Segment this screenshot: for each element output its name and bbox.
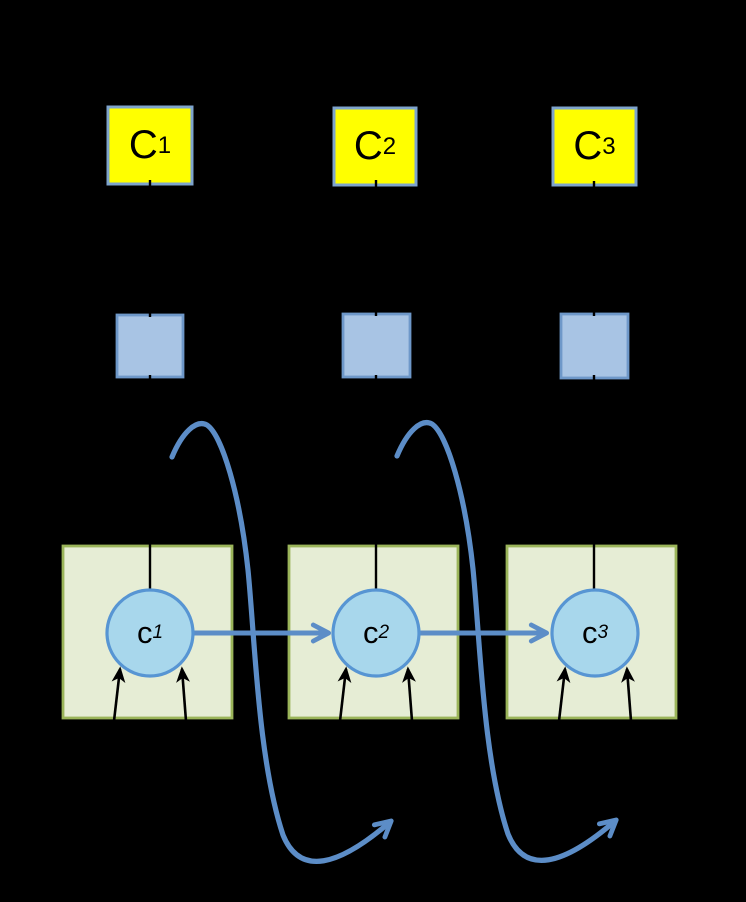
recurrent-loop-arrow-1 bbox=[169, 421, 394, 864]
context-box-3 bbox=[551, 106, 638, 187]
context-box-2 bbox=[332, 106, 418, 187]
memory-square-3 bbox=[559, 312, 630, 380]
context-box-1 bbox=[106, 105, 194, 186]
input-arrow-1-left bbox=[111, 666, 126, 722]
recurrent-loop-arrow-2 bbox=[394, 420, 619, 863]
input-arrow-2-right bbox=[402, 666, 416, 722]
memory-square-1 bbox=[115, 313, 185, 379]
cell-state-circle-2 bbox=[331, 588, 421, 678]
input-arrow-3-left bbox=[556, 666, 571, 722]
memory-square-2 bbox=[341, 312, 412, 379]
cell-state-circle-1 bbox=[105, 588, 195, 678]
input-arrow-3-right bbox=[621, 666, 635, 722]
input-arrow-2-left bbox=[337, 666, 352, 722]
input-arrow-1-right bbox=[176, 666, 190, 722]
cell-state-circle-3 bbox=[550, 588, 640, 678]
